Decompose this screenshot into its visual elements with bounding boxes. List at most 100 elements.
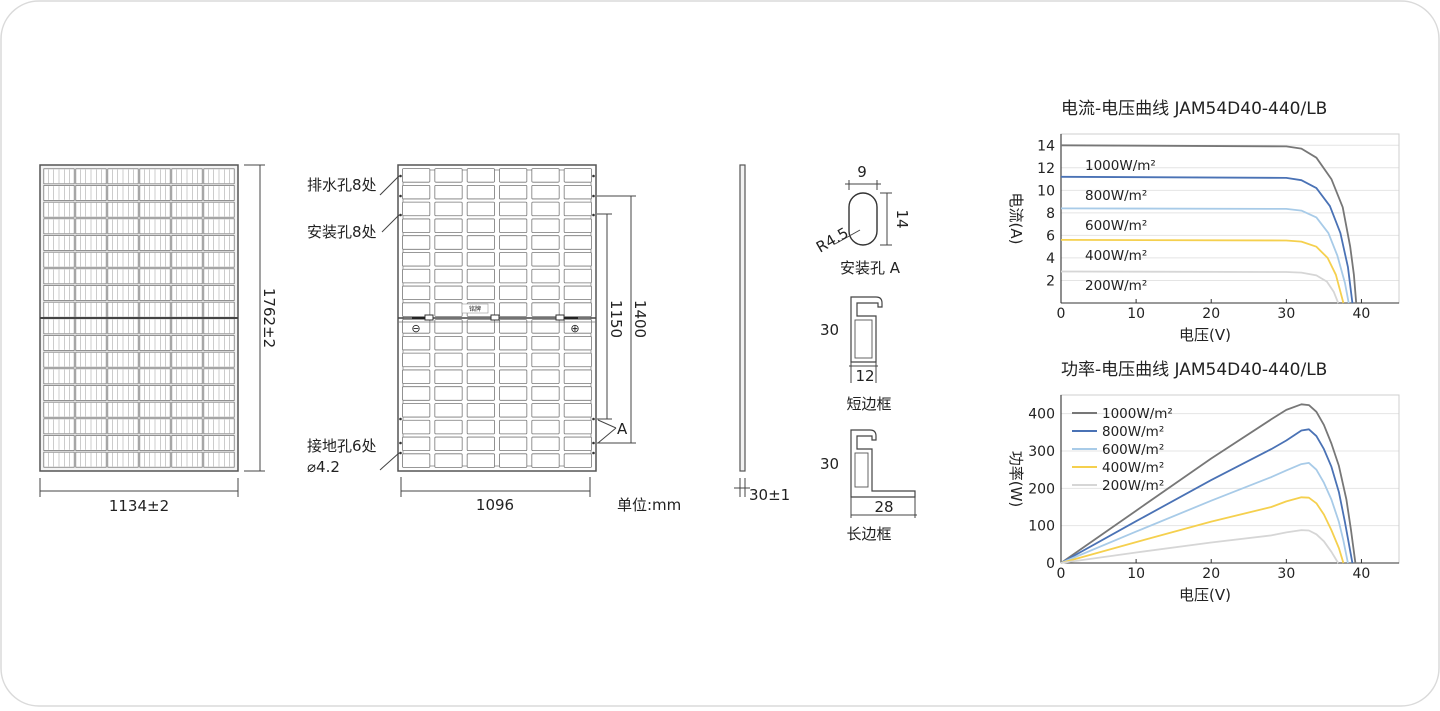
back-cell <box>402 168 431 183</box>
x-tick-label: 20 <box>1202 566 1220 582</box>
back-cell <box>563 352 592 368</box>
back-cell <box>466 235 495 250</box>
back-cell <box>563 285 592 301</box>
series-line <box>1060 403 1357 564</box>
back-cell <box>563 302 592 317</box>
back-cell <box>563 252 592 267</box>
hole-left <box>399 451 402 455</box>
hole-right <box>592 213 595 217</box>
hole-right <box>592 174 595 178</box>
back-cell <box>434 436 463 452</box>
long-frame-caption: 长边框 <box>846 525 891 543</box>
back-cell <box>499 453 528 468</box>
back-cell <box>402 403 431 418</box>
back-cell <box>499 184 528 200</box>
back-cell <box>563 453 592 468</box>
back-cell <box>499 352 528 368</box>
back-cell <box>434 403 463 418</box>
back-cell <box>531 319 560 334</box>
back-cell <box>434 201 463 217</box>
back-cell <box>402 235 431 250</box>
series-line <box>1060 529 1339 564</box>
back-cell <box>531 419 560 435</box>
short-frame-profile: 12 30 短边框 <box>820 296 892 413</box>
back-cell <box>499 235 528 250</box>
back-cell <box>434 285 463 301</box>
back-cell <box>466 319 495 334</box>
unit-label: 单位:mm <box>617 496 681 514</box>
back-width-label: 1096 <box>476 496 514 514</box>
back-cell <box>434 218 463 233</box>
series-line <box>1060 207 1350 304</box>
y-tick-label: 8 <box>1046 206 1055 222</box>
y-tick-label: 300 <box>1028 444 1055 460</box>
hole-left <box>399 417 402 421</box>
back-cell <box>434 235 463 250</box>
front-cell-grid <box>43 168 235 468</box>
x-axis-label: 电压(V) <box>1179 326 1231 344</box>
back-cell <box>531 268 560 284</box>
back-cell <box>466 218 495 233</box>
front-height-label: 1762±2 <box>260 288 278 348</box>
y-tick-label: 100 <box>1028 519 1055 535</box>
back-cell <box>434 386 463 401</box>
back-cell <box>563 335 592 351</box>
back-cell <box>499 386 528 401</box>
dim-1400-label: 1400 <box>631 300 649 338</box>
back-cell <box>402 436 431 452</box>
back-cell <box>563 268 592 284</box>
back-cell <box>402 285 431 301</box>
back-cell <box>531 436 560 452</box>
back-cell <box>531 453 560 468</box>
junction-box-left <box>424 314 434 321</box>
front-width-label: 1134±2 <box>109 497 169 515</box>
back-cell <box>563 319 592 334</box>
legend-entry: 1000W/m² <box>1102 406 1173 422</box>
legend-entry: 200W/m² <box>1102 478 1164 494</box>
back-holes <box>399 174 595 455</box>
y-tick-label: 200 <box>1028 481 1055 497</box>
side-view: 30±1 <box>734 164 790 504</box>
junction-box-right <box>555 314 565 321</box>
back-cell <box>499 369 528 384</box>
back-cell <box>402 419 431 435</box>
back-cell <box>499 319 528 334</box>
hole-right <box>592 194 595 198</box>
x-tick-label: 30 <box>1277 566 1295 582</box>
chart-title: 功率-电压曲线 JAM54D40-440/LB <box>1061 360 1327 380</box>
back-cell <box>563 436 592 452</box>
hole-left <box>399 194 402 198</box>
back-cell <box>499 201 528 217</box>
back-cell <box>434 419 463 435</box>
back-cell <box>402 218 431 233</box>
long-frame-width-label: 28 <box>874 498 893 516</box>
chart-title: 电流-电压曲线 JAM54D40-440/LB <box>1061 99 1327 119</box>
back-cell <box>499 436 528 452</box>
x-tick-label: 20 <box>1202 306 1220 322</box>
back-cell <box>402 335 431 351</box>
back-cell <box>434 335 463 351</box>
series-line <box>1060 239 1345 304</box>
junction-box-mid <box>490 314 500 321</box>
hole-width-label: 9 <box>857 163 867 181</box>
back-cell <box>563 168 592 183</box>
back-cell <box>434 184 463 200</box>
hole-left <box>399 441 402 445</box>
back-cell <box>402 302 431 317</box>
series-label: 800W/m² <box>1085 188 1147 204</box>
series-line <box>1060 175 1354 304</box>
back-cell <box>466 369 495 384</box>
back-cell <box>531 285 560 301</box>
back-cell <box>466 268 495 284</box>
ground-hole-label: 接地孔6处 <box>307 437 377 455</box>
series-label: 1000W/m² <box>1085 158 1156 174</box>
back-cell <box>563 218 592 233</box>
back-cell <box>434 319 463 334</box>
back-cell <box>499 403 528 418</box>
back-cell <box>466 419 495 435</box>
dim-1150-label: 1150 <box>607 300 625 338</box>
back-cell <box>434 352 463 368</box>
